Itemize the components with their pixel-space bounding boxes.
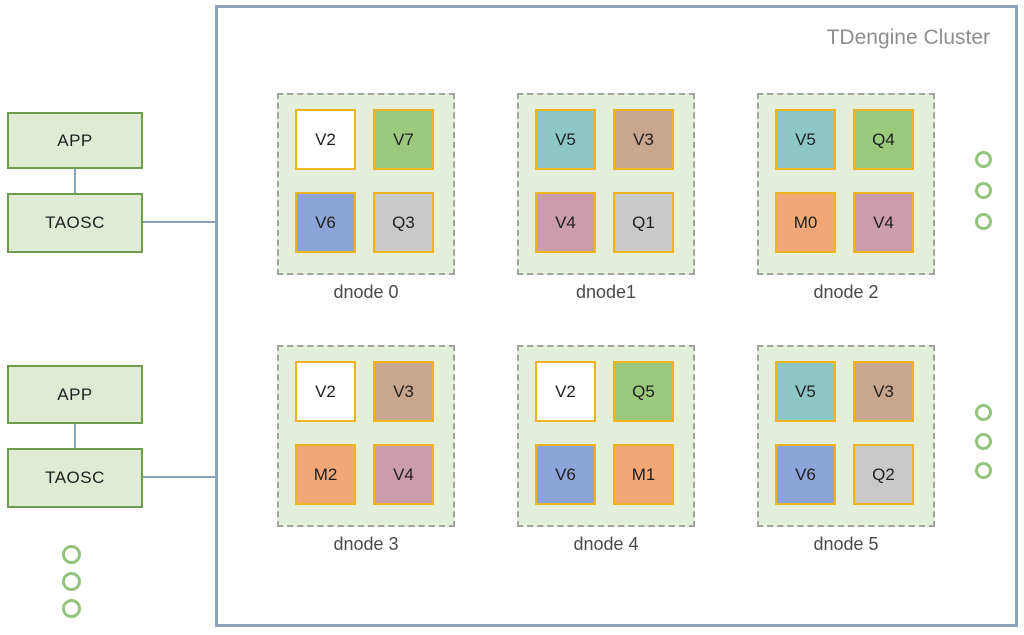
taosc-label-2: TAOSC — [45, 468, 105, 487]
dnode-2-box: V5 Q4 M0 V4 — [757, 93, 935, 275]
vnode-cell: V5 — [775, 109, 836, 170]
taosc-label-1: TAOSC — [45, 213, 105, 232]
app-label-1: APP — [57, 130, 93, 150]
dnode-label: dnode 0 — [333, 282, 399, 302]
vnode-cell: V4 — [535, 192, 596, 253]
dnode-label: dnode1 — [575, 282, 637, 302]
app-taosc-connector-2 — [74, 424, 76, 448]
dnode-0-box: V2 V7 V6 Q3 — [277, 93, 455, 275]
taosc-cluster-connector-2 — [143, 476, 215, 478]
more-dnodes-ellipsis-dot — [975, 404, 992, 421]
vnode-cell: V6 — [295, 192, 356, 253]
vnode-cell: Q1 — [613, 192, 674, 253]
dnode-4-box: V2 Q5 V6 M1 — [517, 345, 695, 527]
vnode-cell: V3 — [373, 361, 434, 422]
app-box-1: APP — [7, 112, 143, 169]
app-box-2: APP — [7, 365, 143, 424]
vnode-cell: V6 — [775, 444, 836, 505]
dnode-5-box: V5 V3 V6 Q2 — [757, 345, 935, 527]
vnode-cell: V7 — [373, 109, 434, 170]
dnode-1: V5 V3 V4 Q1 dnode1 — [517, 93, 695, 303]
vnode-cell: M1 — [613, 444, 674, 505]
vnode-cell: M2 — [295, 444, 356, 505]
vnode-cell: V3 — [853, 361, 914, 422]
more-dnodes-ellipsis-dot — [975, 182, 992, 199]
dnode-label: dnode 3 — [333, 534, 399, 554]
taosc-box-2: TAOSC — [7, 448, 143, 508]
more-apps-ellipsis-dot — [62, 572, 81, 591]
dnode-2: V5 Q4 M0 V4 dnode 2 — [757, 93, 935, 303]
vnode-cell: Q4 — [853, 109, 914, 170]
more-apps-ellipsis-dot — [62, 545, 81, 564]
dnode-5: V5 V3 V6 Q2 dnode 5 — [757, 345, 935, 555]
more-dnodes-ellipsis-dot — [975, 151, 992, 168]
dnode-label: dnode 5 — [813, 534, 879, 554]
dnode-label: dnode 2 — [813, 282, 879, 302]
vnode-cell: Q5 — [613, 361, 674, 422]
app-label-2: APP — [57, 384, 93, 404]
vnode-cell: V4 — [373, 444, 434, 505]
vnode-cell: V4 — [853, 192, 914, 253]
vnode-cell: V3 — [613, 109, 674, 170]
more-dnodes-ellipsis-dot — [975, 462, 992, 479]
dnode-4: V2 Q5 V6 M1 dnode 4 — [517, 345, 695, 555]
dnode-1-box: V5 V3 V4 Q1 — [517, 93, 695, 275]
vnode-cell: Q2 — [853, 444, 914, 505]
vnode-cell: V2 — [535, 361, 596, 422]
vnode-cell: Q3 — [373, 192, 434, 253]
vnode-cell: V2 — [295, 109, 356, 170]
dnode-3: V2 V3 M2 V4 dnode 3 — [277, 345, 455, 555]
dnode-label: dnode 4 — [573, 534, 639, 554]
vnode-cell: V6 — [535, 444, 596, 505]
dnode-3-box: V2 V3 M2 V4 — [277, 345, 455, 527]
cluster-title: TDengine Cluster — [826, 26, 990, 49]
dnode-0: V2 V7 V6 Q3 dnode 0 — [277, 93, 455, 303]
more-dnodes-ellipsis-dot — [975, 213, 992, 230]
more-dnodes-ellipsis-dot — [975, 433, 992, 450]
taosc-box-1: TAOSC — [7, 193, 143, 253]
app-taosc-connector-1 — [74, 169, 76, 193]
vnode-cell: M0 — [775, 192, 836, 253]
vnode-cell: V5 — [535, 109, 596, 170]
vnode-cell: V5 — [775, 361, 836, 422]
taosc-cluster-connector-1 — [143, 221, 215, 223]
vnode-cell: V2 — [295, 361, 356, 422]
more-apps-ellipsis-dot — [62, 599, 81, 618]
